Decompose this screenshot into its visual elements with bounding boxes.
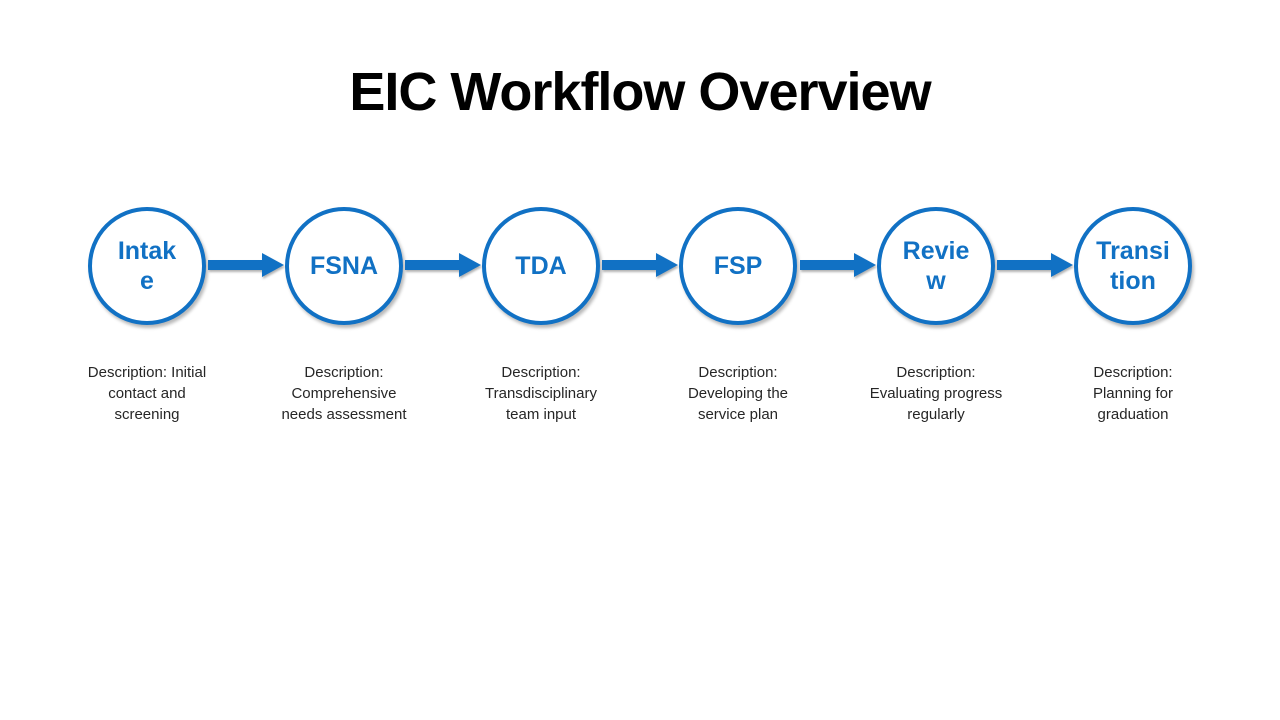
step-description: Description: Transdisciplinary team inpu…: [485, 364, 597, 423]
step-description: Description: Developing the service plan: [687, 364, 789, 423]
arrow-shaft: [997, 260, 1053, 270]
step-circle-fsp: FSP: [679, 207, 797, 325]
step-description: Description: Initial contact and screeni…: [87, 364, 207, 423]
step-label: Revie w: [902, 237, 970, 295]
page-title: EIC Workflow Overview: [349, 62, 931, 122]
step-label: FSP: [713, 252, 763, 280]
step-description: Description: Evaluating progress regular…: [869, 364, 1003, 423]
arrow-head: [656, 253, 678, 277]
step-circle-intake: Intak e: [88, 207, 206, 325]
workflow-step-review: Revie w Description: Evaluating progress…: [837, 207, 1035, 425]
step-circle-tda: TDA: [482, 207, 600, 325]
step-description: Description: Planning for graduation: [1092, 364, 1174, 423]
arrow-right-icon: [997, 253, 1073, 277]
arrow-head: [854, 253, 876, 277]
arrow-head: [459, 253, 481, 277]
workflow-step-fsna: FSNA Description: Comprehensive needs as…: [245, 207, 443, 425]
arrow-right-icon: [800, 253, 876, 277]
arrow-head: [262, 253, 284, 277]
step-circle-review: Revie w: [877, 207, 995, 325]
step-circle-fsna: FSNA: [285, 207, 403, 325]
step-label: Intak e: [117, 237, 177, 295]
arrow-shaft: [602, 260, 658, 270]
arrow-shaft: [405, 260, 461, 270]
arrow-shaft: [800, 260, 856, 270]
arrow-right-icon: [405, 253, 481, 277]
workflow-step-tda: TDA Description: Transdisciplinary team …: [442, 207, 640, 425]
workflow-step-fsp: FSP Description: Developing the service …: [639, 207, 837, 425]
arrow-right-icon: [208, 253, 284, 277]
step-description: Description: Comprehensive needs assessm…: [281, 364, 407, 423]
arrow-head: [1051, 253, 1073, 277]
step-label: Transi tion: [1096, 237, 1170, 295]
step-label: TDA: [515, 252, 567, 280]
arrow-right-icon: [602, 253, 678, 277]
workflow-step-intake: Intak e Description: Initial contact and…: [48, 207, 246, 425]
arrow-shaft: [208, 260, 264, 270]
step-circle-transition: Transi tion: [1074, 207, 1192, 325]
workflow-step-transition: Transi tion Description: Planning for gr…: [1034, 207, 1232, 425]
step-label: FSNA: [309, 252, 379, 280]
